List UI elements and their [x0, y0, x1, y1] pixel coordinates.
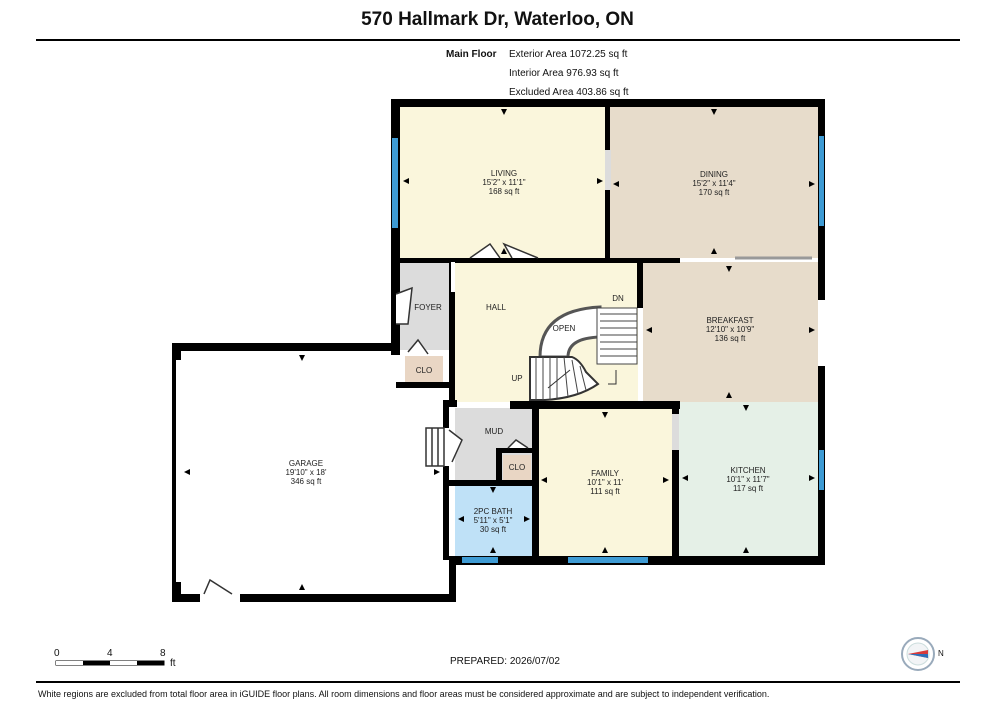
page-title: 570 Hallmark Dr, Waterloo, ON [361, 9, 634, 30]
hall-label: HALL [486, 303, 507, 312]
closet-2-fill [503, 455, 531, 481]
breakfast-room-fill [643, 262, 820, 402]
kitchen-label: KITCHEN [730, 466, 765, 475]
exterior-area: Exterior Area 1072.25 sq ft [509, 49, 628, 60]
area-summary: Exterior Area 1072.25 sq ft Interior Are… [509, 45, 629, 102]
scale-bar [55, 660, 165, 666]
interior-area: Interior Area 976.93 sq ft [509, 68, 619, 79]
stair-lower-run [529, 356, 600, 401]
family-room-fill [538, 408, 674, 556]
doors [203, 242, 812, 595]
dining-room-label: DINING [700, 170, 728, 179]
scale-tick-8: 8 [160, 648, 166, 659]
closet-1-fill [405, 356, 443, 382]
floor-label: Main Floor [446, 49, 497, 60]
openings [176, 150, 825, 602]
garage-area: 346 sq ft [291, 477, 322, 486]
closet-1-label: CLO [416, 366, 432, 375]
kitchen-area: 117 sq ft [733, 484, 764, 493]
kitchen-fill [679, 402, 820, 556]
garage-label: GARAGE [289, 459, 323, 468]
family-room-label: FAMILY [591, 469, 620, 478]
dimension-arrows [184, 109, 815, 590]
stair-landing [538, 305, 602, 359]
bath-dims: 5'11" x 5'1" [474, 516, 513, 525]
breakfast-room-area: 136 sq ft [715, 334, 746, 343]
living-room-label: LIVING [491, 169, 517, 178]
disclaimer: White regions are excluded from total fl… [38, 689, 770, 699]
compass-label: N [938, 649, 944, 658]
header-divider [36, 39, 960, 41]
foyer-label: FOYER [414, 303, 442, 312]
dining-room-area: 170 sq ft [699, 188, 730, 197]
scale-unit: ft [170, 658, 176, 669]
living-room-fill [400, 106, 607, 262]
closet-2-label: CLO [509, 463, 525, 472]
windows [392, 136, 824, 563]
bath-fill [455, 484, 533, 556]
north-compass-icon [901, 637, 935, 671]
family-room-area: 111 sq ft [590, 487, 620, 496]
stair-down-label: DN [612, 294, 624, 303]
garage-dims: 19'10" x 18' [285, 468, 327, 477]
prepared-date: PREPARED: 2026/07/02 [450, 656, 560, 667]
footer-divider [36, 681, 960, 683]
dining-room-dims: 15'2" x 11'4" [692, 179, 735, 188]
stair-open-label: OPEN [553, 324, 576, 333]
kitchen-dims: 10'1" x 11'7" [726, 475, 769, 484]
bath-area: 30 sq ft [480, 525, 507, 534]
stair-up-label: UP [511, 374, 522, 383]
living-room-area: 168 sq ft [489, 187, 520, 196]
bath-label: 2PC BATH [474, 507, 513, 516]
excluded-area: Excluded Area 403.86 sq ft [509, 87, 629, 98]
stair-upper-run [596, 307, 638, 365]
family-room-dims: 10'1" x 11' [587, 478, 623, 487]
dining-room-fill [610, 106, 820, 258]
scale-tick-0: 0 [54, 648, 60, 659]
mud-room-label: MUD [485, 427, 503, 436]
breakfast-room-label: BREAKFAST [706, 316, 753, 325]
living-room-dims: 15'2" x 11'1" [482, 178, 525, 187]
staircase [529, 305, 638, 401]
breakfast-room-dims: 12'10" x 10'9" [706, 325, 754, 334]
scale-tick-4: 4 [107, 648, 113, 659]
